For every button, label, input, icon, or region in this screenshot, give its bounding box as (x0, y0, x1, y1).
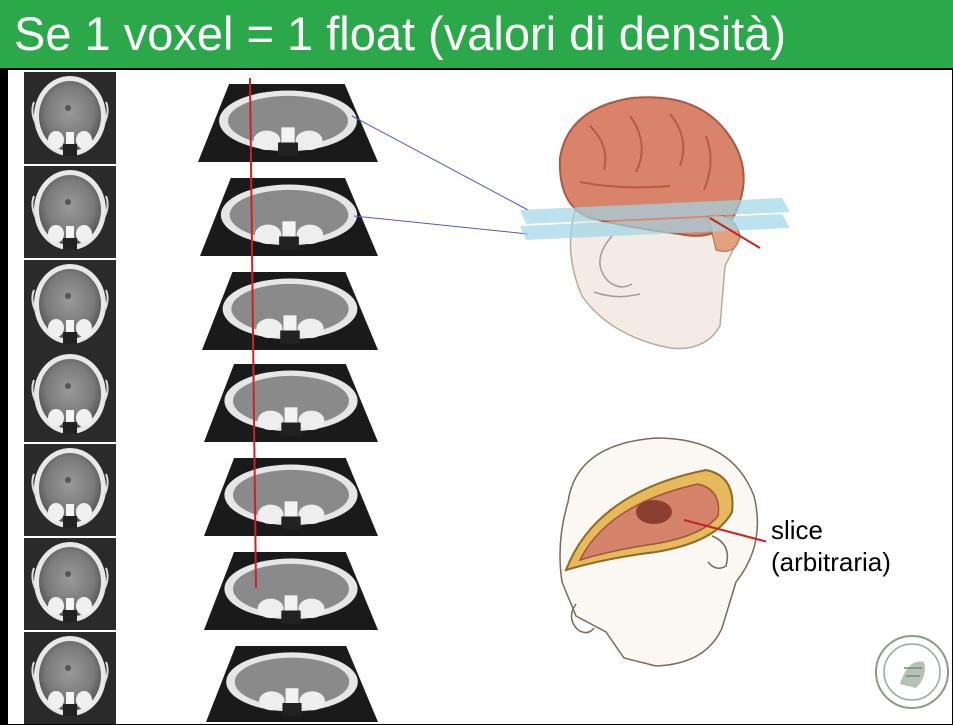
blue-connector-line (352, 116, 528, 210)
head-slice-illustration (536, 432, 766, 670)
caption-line-2: (arbitraria) (771, 546, 891, 578)
slice-caption: slice (arbitraria) (771, 514, 891, 578)
head-brain-illustration (520, 86, 795, 356)
blue-connector-line (354, 216, 528, 234)
red-axis-line (250, 78, 256, 588)
caption-line-1: slice (771, 514, 891, 546)
university-seal-icon (868, 628, 950, 722)
